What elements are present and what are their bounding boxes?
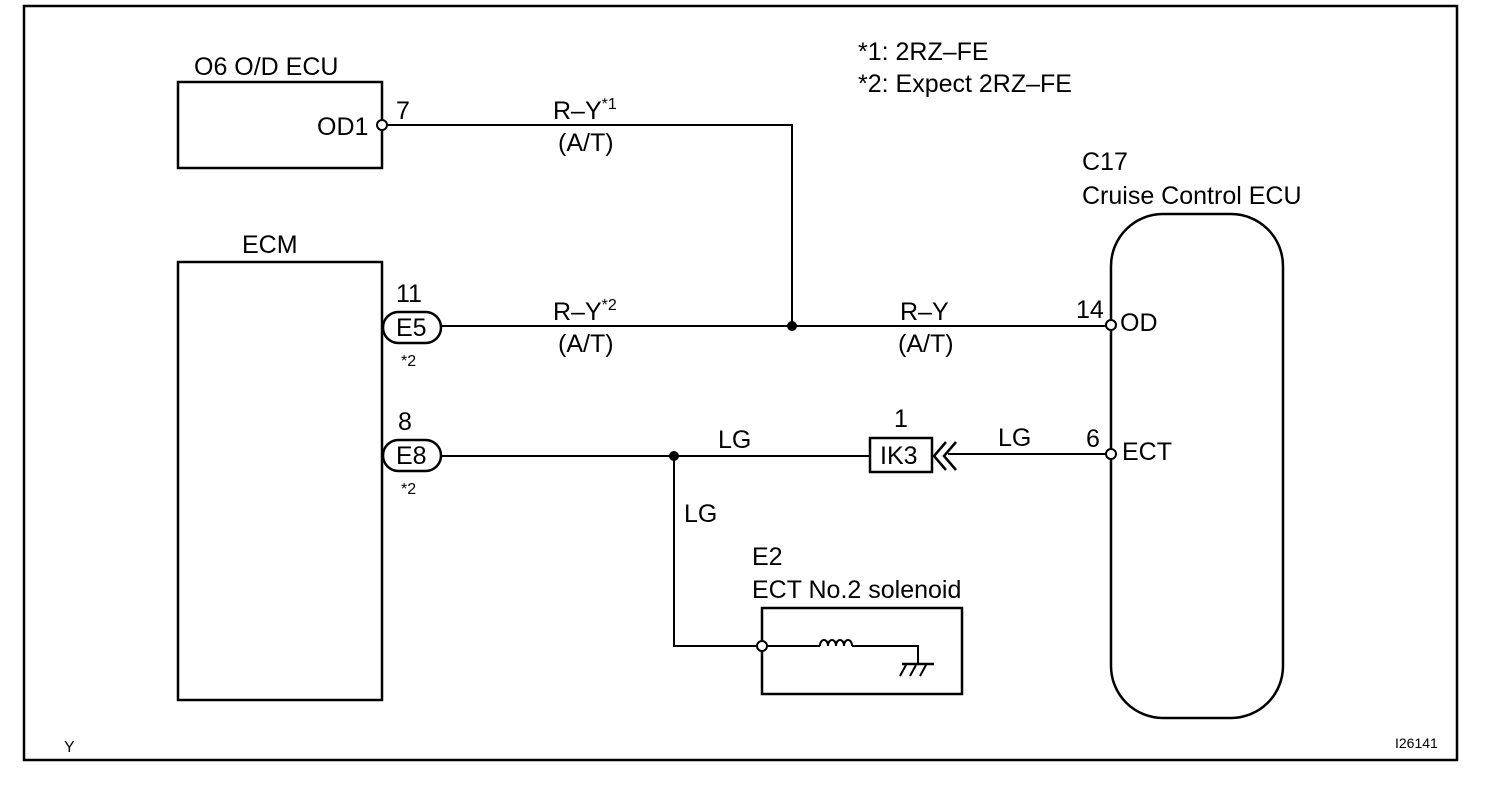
cruise-pin-14-number: 14 — [1076, 296, 1104, 324]
cruise-ecu-code: C17 — [1082, 148, 1128, 176]
connector-e8-label: E8 — [396, 442, 427, 470]
splice-point-od — [787, 321, 797, 331]
figure-id: I26141 — [1395, 735, 1438, 751]
cruise-ecu-box — [1109, 212, 1285, 720]
terminal-od — [1105, 319, 1117, 331]
wire-branch-color: LG — [684, 500, 717, 528]
ecm-box — [176, 260, 384, 702]
ecm-pin-11-number: 11 — [396, 280, 422, 308]
wire-e5-note: (A/T) — [558, 330, 614, 358]
cruise-pin-6-number: 6 — [1086, 425, 1100, 453]
solenoid-box — [760, 606, 964, 696]
connector-e5-label: E5 — [396, 314, 427, 342]
note-2: *2: Expect 2RZ–FE — [858, 70, 1072, 98]
od-ecu-title: O6 O/D ECU — [194, 53, 338, 81]
junction-connector-ik3 — [868, 436, 934, 474]
coil-icon — [819, 639, 853, 647]
note-1: *1: 2RZ–FE — [858, 38, 989, 66]
corner-letter: Y — [64, 739, 75, 756]
diagram-frame — [22, 4, 1459, 762]
solenoid-code: E2 — [752, 543, 783, 571]
terminal-solenoid — [756, 640, 768, 652]
wire-od1 — [387, 124, 793, 325]
junction-chevron-icon — [932, 441, 957, 471]
terminal-ect — [1105, 448, 1117, 460]
wire-ect-left-color: LG — [718, 426, 751, 454]
splice-point-lg — [669, 451, 679, 461]
ecm-pin-11-note: *2 — [401, 353, 416, 370]
wire-od1-note: (A/T) — [558, 129, 614, 157]
od-ecu-pin-name: OD1 — [317, 113, 368, 141]
terminal-od1 — [376, 119, 388, 131]
cruise-pin-od-name: OD — [1120, 309, 1158, 337]
wire-ect-right-color: LG — [998, 424, 1031, 452]
junction-pin-number: 1 — [894, 405, 908, 433]
connector-e5 — [381, 310, 443, 345]
solenoid-lead-out — [852, 645, 919, 664]
wire-od-note: (A/T) — [898, 330, 954, 358]
od-ecu-pin-number: 7 — [396, 97, 410, 125]
cruise-ecu-title: Cruise Control ECU — [1082, 182, 1302, 210]
ecm-pin-8-note: *2 — [401, 481, 416, 498]
ecm-title: ECM — [242, 231, 298, 259]
wire-od-color: R–Y — [900, 298, 949, 326]
wire-solenoid-branch — [673, 456, 757, 647]
solenoid-title: ECT No.2 solenoid — [752, 576, 961, 604]
wire-od1-color: R–Y*1 — [553, 96, 617, 125]
ecm-pin-8-number: 8 — [398, 408, 412, 436]
ground-icon — [899, 662, 934, 677]
cruise-pin-ect-name: ECT — [1122, 438, 1172, 466]
wire-e5-color: R–Y*2 — [553, 297, 617, 326]
junction-connector-label: IK3 — [880, 442, 918, 470]
